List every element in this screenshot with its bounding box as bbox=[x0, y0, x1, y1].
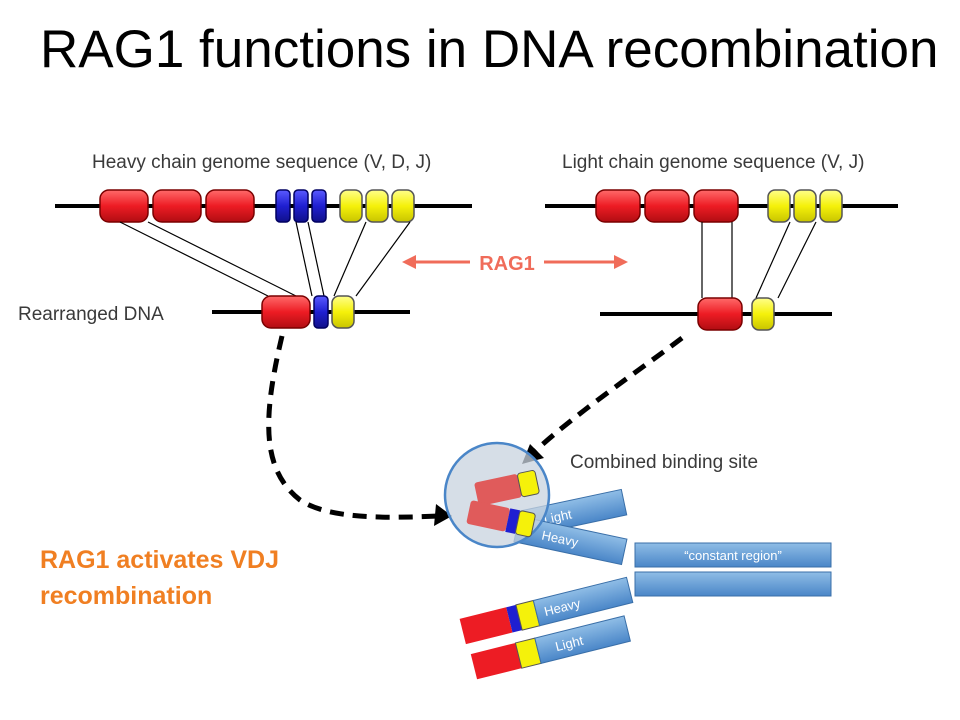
heavy-d-segment bbox=[311, 189, 327, 223]
light-j-segment bbox=[767, 189, 791, 223]
light-j-segment bbox=[819, 189, 843, 223]
heavy-dashed-arrow bbox=[266, 335, 441, 520]
heavy-v-segment bbox=[205, 189, 255, 223]
heavy-d-segments bbox=[275, 189, 327, 223]
rearranged-dna-label: Rearranged DNA bbox=[18, 304, 164, 325]
constant-region-label: “constant region” bbox=[684, 548, 782, 563]
rearranged-heavy-d-segment bbox=[313, 295, 329, 329]
light-j-segments bbox=[767, 189, 843, 223]
binding-site-heavy-segments bbox=[466, 500, 536, 538]
heavy-j-segment bbox=[391, 189, 415, 223]
heavy-d-segment bbox=[293, 189, 309, 223]
heavy-j-segment bbox=[339, 189, 363, 223]
rag1-callout: RAG1 activates VDJ recombination bbox=[40, 546, 280, 610]
heavy-v-segments bbox=[99, 189, 255, 223]
heavy-v-segment bbox=[152, 189, 202, 223]
rag1-double-arrow bbox=[402, 250, 628, 274]
heavy-j-segment bbox=[365, 189, 389, 223]
heavy-rearrangement-lines bbox=[119, 221, 411, 297]
light-chain-label: Light chain genome sequence (V, J) bbox=[562, 152, 864, 173]
binding-site-light-segments bbox=[474, 470, 540, 506]
rearranged-light-v-segment bbox=[697, 297, 743, 331]
rearranged-heavy-v-segment bbox=[261, 295, 311, 329]
slide-title: RAG1 functions in DNA recombination bbox=[40, 20, 939, 79]
light-v-segment bbox=[693, 189, 739, 223]
constant-region-box-lower bbox=[634, 571, 832, 597]
rearranged-heavy-j-segment bbox=[331, 295, 355, 329]
light-rearrangement-lines bbox=[701, 221, 817, 299]
heavy-v-segment bbox=[99, 189, 149, 223]
constant-region-box bbox=[634, 542, 832, 568]
light-v-segments bbox=[595, 189, 739, 223]
combined-binding-site-label: Combined binding site bbox=[570, 452, 758, 473]
rearranged-light-j-segment bbox=[751, 297, 775, 331]
heavy-d-segment bbox=[275, 189, 291, 223]
light-v-segment bbox=[595, 189, 641, 223]
heavy-chain-label: Heavy chain genome sequence (V, D, J) bbox=[92, 152, 431, 173]
heavy-dashed-arrowhead bbox=[434, 504, 452, 526]
lower-light-chain: Light bbox=[470, 615, 631, 680]
lower-light-chain-label: Light bbox=[554, 633, 585, 654]
lower-heavy-chain: Heavy bbox=[459, 576, 634, 645]
light-v-segment bbox=[644, 189, 690, 223]
light-j-segment bbox=[793, 189, 817, 223]
rag1-label: RAG1 bbox=[479, 253, 535, 275]
light-dashed-arrow bbox=[532, 336, 684, 454]
top-light-chain-label: Light bbox=[542, 506, 573, 527]
heavy-j-segments bbox=[339, 189, 415, 223]
